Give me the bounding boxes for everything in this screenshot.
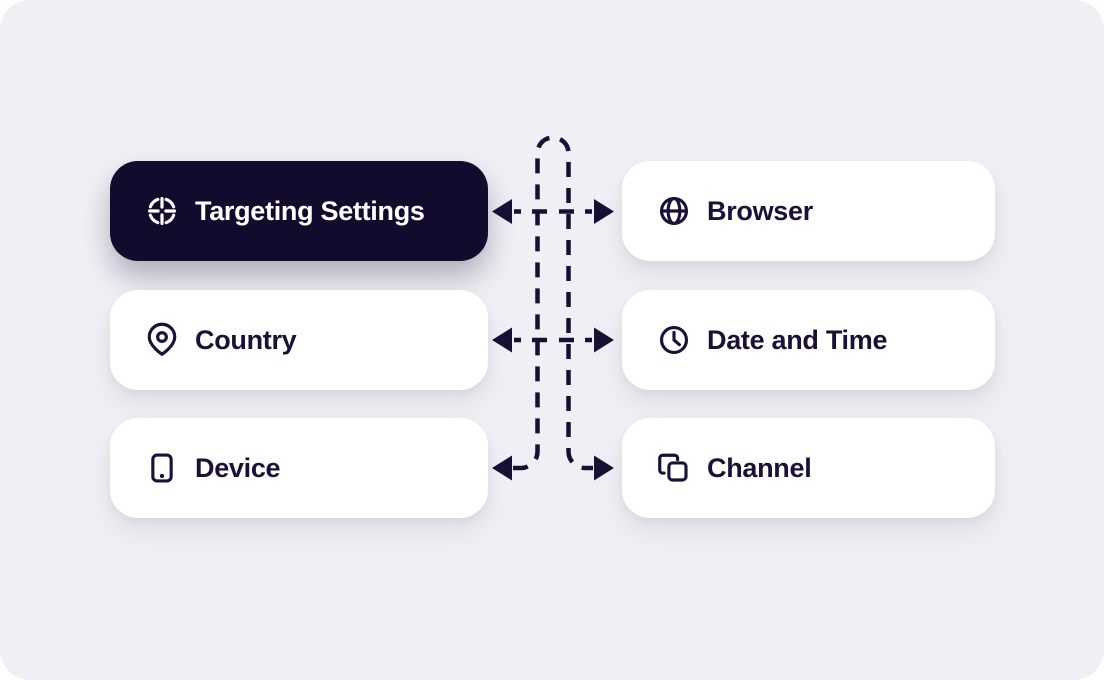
node-device: Device bbox=[110, 418, 488, 518]
arrowhead-left-row2 bbox=[492, 327, 512, 353]
arrowhead-right-row2 bbox=[594, 327, 614, 353]
arrowhead-right-row3 bbox=[594, 455, 614, 481]
node-label: Device bbox=[195, 452, 281, 483]
node-label: Targeting Settings bbox=[195, 195, 425, 226]
node-browser: Browser bbox=[622, 161, 995, 261]
globe-icon bbox=[656, 193, 692, 229]
node-label: Browser bbox=[707, 195, 813, 226]
node-label: Channel bbox=[707, 452, 812, 483]
node-targeting-settings: Targeting Settings bbox=[110, 161, 488, 261]
connector-arrows bbox=[492, 135, 614, 481]
clock-icon bbox=[656, 322, 692, 358]
target-icon bbox=[144, 193, 180, 229]
map-pin-icon bbox=[144, 322, 180, 358]
node-country: Country bbox=[110, 290, 488, 390]
node-channel: Channel bbox=[622, 418, 995, 518]
arrowhead-right-row1 bbox=[594, 199, 614, 224]
node-label: Country bbox=[195, 324, 297, 355]
arrowhead-left-row1 bbox=[492, 199, 512, 224]
smartphone-icon bbox=[144, 450, 180, 486]
copy-icon bbox=[656, 450, 692, 486]
arrowhead-left-row3 bbox=[492, 455, 512, 481]
node-label: Date and Time bbox=[707, 324, 888, 355]
node-date-and-time: Date and Time bbox=[622, 290, 995, 390]
